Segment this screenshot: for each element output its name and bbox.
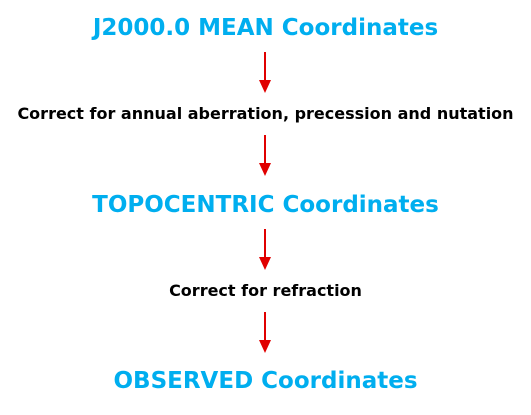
stage-observed: OBSERVED Coordinates bbox=[113, 368, 418, 394]
arrow-down-icon bbox=[259, 229, 271, 270]
arrow-down-icon bbox=[259, 312, 271, 353]
arrow-down-icon bbox=[259, 135, 271, 176]
step-refraction: Correct for refraction bbox=[169, 281, 362, 300]
step-aberration-precession-nutation: Correct for annual aberration, precessio… bbox=[17, 104, 514, 123]
stage-j2000-mean: J2000.0 MEAN Coordinates bbox=[92, 15, 439, 41]
arrow-down-icon bbox=[259, 52, 271, 93]
stage-topocentric: TOPOCENTRIC Coordinates bbox=[92, 192, 439, 218]
